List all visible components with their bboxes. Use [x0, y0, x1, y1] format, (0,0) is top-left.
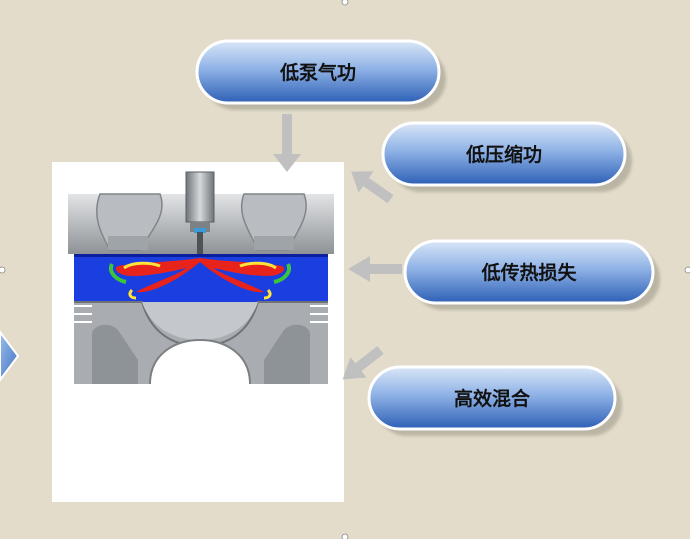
label-mixing: 高效混合: [454, 387, 531, 410]
pill-compression-loss: 低压缩功: [381, 121, 632, 192]
engine-cross-section-image: [68, 171, 334, 385]
label-compression-loss: 低压缩功: [465, 143, 542, 166]
pill-mixing: 高效混合: [367, 365, 622, 436]
pointer-arrows: [273, 114, 402, 380]
arrow-mixing: [342, 346, 384, 380]
triangle-right-icon[interactable]: [0, 330, 20, 382]
arrow-heat-loss: [348, 256, 402, 282]
pill-pumping-loss: 低泵气功: [195, 39, 446, 110]
label-pumping-loss: 低泵气功: [279, 61, 356, 84]
label-heat-loss: 低传热损失: [480, 261, 577, 284]
pill-heat-loss: 低传热损失: [403, 239, 660, 310]
arrow-pumping-loss: [273, 114, 301, 172]
arrow-compression-loss: [351, 171, 394, 204]
